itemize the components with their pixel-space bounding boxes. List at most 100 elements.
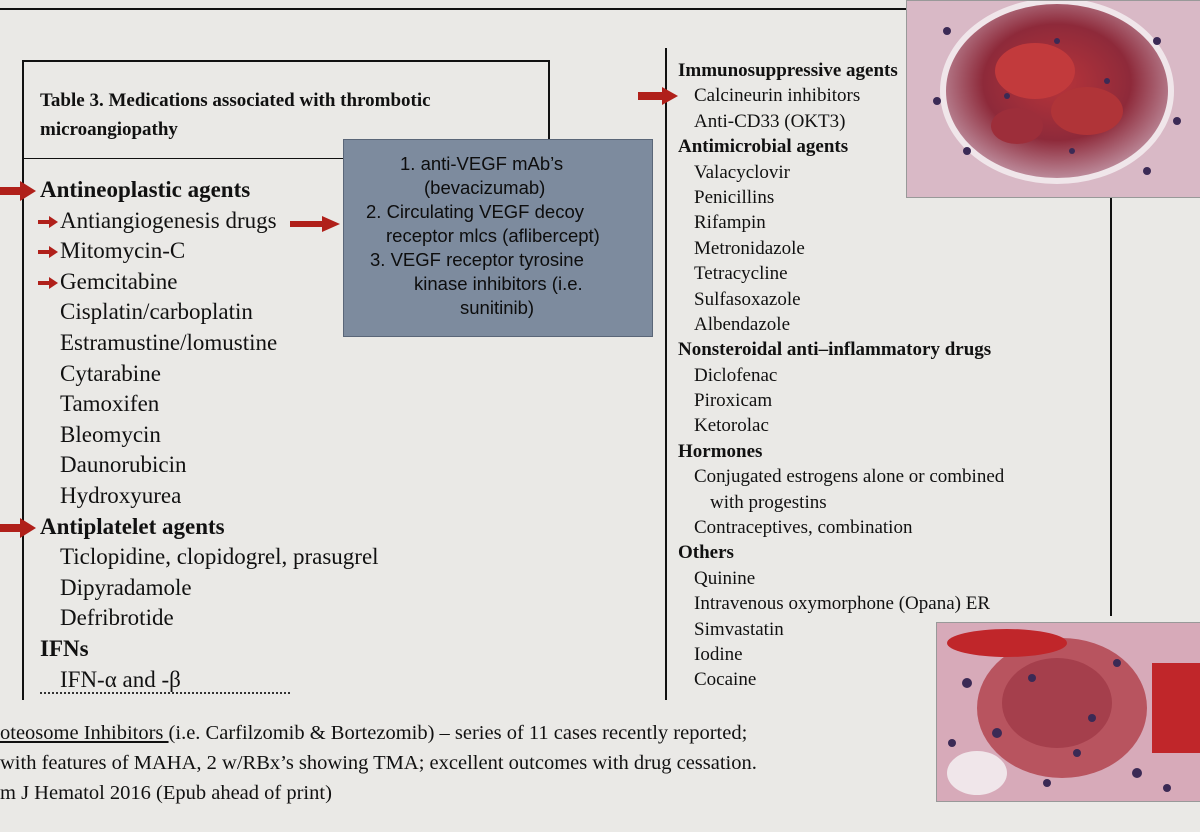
small-red-arrow-icon xyxy=(38,246,58,259)
left-list-item-label: Antineoplastic agents xyxy=(40,177,251,202)
right-list-item: Albendazole xyxy=(678,312,1098,337)
right-list-item-label: Sulfasoxazole xyxy=(694,288,801,310)
right-list-item-label: Iodine xyxy=(694,643,743,665)
left-list-item: Antiplatelet agents xyxy=(0,512,370,543)
left-list-item-label: Tamoxifen xyxy=(60,391,160,417)
left-list-item-label: Antiangiogenesis drugs xyxy=(60,207,277,233)
table-title-divider xyxy=(22,158,344,159)
right-list-item-label: Calcineurin inhibitors xyxy=(694,85,861,107)
left-list-item: Cytarabine xyxy=(40,359,370,390)
right-list-item: Cocaine xyxy=(678,667,1098,692)
right-list-item: Iodine xyxy=(678,642,1098,667)
right-list-item: Intravenous oxymorphone (Opana) ER xyxy=(678,591,1098,616)
right-list-item-label: Valacyclovir xyxy=(694,161,791,183)
left-list-item: Antiangiogenesis drugs xyxy=(38,206,370,237)
right-list-item-label: Tetracycline xyxy=(694,263,788,285)
right-list-item-label: Rifampin xyxy=(694,212,766,234)
left-list-item-label: Bleomycin xyxy=(60,421,161,447)
left-list-item-label: IFNs xyxy=(40,635,89,661)
left-list-item-label: Antiplatelet agents xyxy=(40,513,225,539)
callout-line: sunitinib) xyxy=(460,297,535,318)
footer-line-2: with features of MAHA, 2 w/RBx’s showing… xyxy=(0,752,757,774)
right-list-item: Ketorolac xyxy=(678,413,1098,438)
right-list-item: Anti-CD33 (OKT3) xyxy=(678,109,1098,134)
left-list-item: Daunorubicin xyxy=(40,450,370,481)
red-arrow-icon xyxy=(638,87,678,106)
right-list-item: Conjugated estrogens alone or combined xyxy=(678,464,1098,489)
left-list-item: Antineoplastic agents xyxy=(0,175,370,206)
right-list-item: Calcineurin inhibitors xyxy=(638,83,1098,108)
arrow-to-callout-icon xyxy=(290,216,340,232)
right-list-item: Nonsteroidal anti–inflammatory drugs xyxy=(678,337,1098,362)
right-list-item: Penicillins xyxy=(678,185,1098,210)
right-list-item: Contraceptives, combination xyxy=(678,515,1098,540)
left-list-item-label: Defribrotide xyxy=(60,605,174,631)
red-arrow-icon xyxy=(0,517,36,538)
left-list-item: IFNs xyxy=(40,634,370,665)
right-list-item-label: Cocaine xyxy=(694,669,757,691)
left-list-item: Ticlopidine, clopidogrel, prasugrel xyxy=(40,542,379,573)
left-list-item-label: Gemcitabine xyxy=(60,268,178,294)
left-list-item: IFN-α and -β xyxy=(40,665,370,696)
left-list-item-label: Daunorubicin xyxy=(60,452,187,478)
left-list-item-label: Hydroxyurea xyxy=(60,482,182,508)
callout-line: 3. VEGF receptor tyrosine xyxy=(370,249,584,270)
right-list-item-label: Simvastatin xyxy=(694,618,784,640)
left-list-item-label: IFN-α and -β xyxy=(60,666,181,692)
left-list-item: Defribrotide xyxy=(40,603,370,634)
left-list-item-label: Ticlopidine, clopidogrel, prasugrel xyxy=(60,544,379,570)
table-right-border xyxy=(548,60,550,140)
right-list-item-label: Anti-CD33 (OKT3) xyxy=(694,110,846,132)
callout-line: 2. Circulating VEGF decoy xyxy=(366,201,584,222)
right-list-item-label: with progestins xyxy=(710,491,827,513)
histology-image-bottom xyxy=(936,622,1200,802)
right-list-item: Quinine xyxy=(678,566,1098,591)
right-list-item: Others xyxy=(678,540,1098,565)
table-title: Table 3. Medications associated with thr… xyxy=(40,90,431,140)
right-list-item-label: Others xyxy=(678,542,734,564)
callout-line: (bevacizumab) xyxy=(424,177,546,198)
left-list-item: Bleomycin xyxy=(40,420,370,451)
right-list-item: Valacyclovir xyxy=(678,160,1098,185)
right-list-item: Metronidazole xyxy=(678,236,1098,261)
right-list-item: Piroxicam xyxy=(678,388,1098,413)
left-list-item: Mitomycin-C xyxy=(38,236,370,267)
red-arrow-icon xyxy=(0,181,36,201)
right-table-left-border xyxy=(665,48,667,700)
right-list-item: Simvastatin xyxy=(678,617,1098,642)
left-list-item: Gemcitabine xyxy=(38,267,370,298)
right-table-right-border xyxy=(1110,196,1112,616)
left-list-item: Tamoxifen xyxy=(40,389,370,420)
left-list-item-label: Mitomycin-C xyxy=(60,238,186,264)
right-list-item-label: Hormones xyxy=(678,440,763,462)
left-list-item-label: Cytarabine xyxy=(60,360,161,386)
right-list-item-label: Quinine xyxy=(694,567,756,589)
right-list-item-label: Ketorolac xyxy=(694,415,769,437)
callout-line: kinase inhibitors (i.e. xyxy=(414,273,583,294)
footer-line-1: oteosome Inhibitors (i.e. Carfilzomib & … xyxy=(0,718,1000,748)
vegf-callout-box: 1. anti-VEGF mAb’s (bevacizumab) 2. Circul… xyxy=(343,139,653,337)
right-list-item: Sulfasoxazole xyxy=(678,287,1098,312)
callout-line: 1. anti-VEGF mAb’s xyxy=(400,153,564,174)
left-list-item: Hydroxyurea xyxy=(40,481,370,512)
right-list-item-label: Nonsteroidal anti–inflammatory drugs xyxy=(678,339,992,361)
table-top-border xyxy=(22,60,550,62)
top-border xyxy=(0,8,1200,10)
right-list-item-label: Piroxicam xyxy=(694,390,773,412)
right-list-item-label: Penicillins xyxy=(694,186,775,208)
footer-underlined-text: oteosome Inhibitors xyxy=(0,722,169,744)
histology-image-top xyxy=(906,0,1200,198)
right-list-item-label: Albendazole xyxy=(694,313,791,335)
small-red-arrow-icon xyxy=(38,276,58,289)
right-list-item-label: Conjugated estrogens alone or combined xyxy=(694,466,1005,488)
right-list-item: Hormones xyxy=(678,439,1098,464)
right-list-item: Antimicrobial agents xyxy=(678,134,1098,159)
right-list-item: Rifampin xyxy=(678,210,1098,235)
left-list-item-label: Cisplatin/carboplatin xyxy=(60,299,253,325)
right-list-item-label: Diclofenac xyxy=(694,364,778,386)
footer-line-1-rest: (i.e. Carfilzomib & Bortezomib) – series… xyxy=(168,722,748,744)
left-list-item-label: Estramustine/lomustine xyxy=(60,329,278,355)
table-left-border xyxy=(22,60,24,700)
